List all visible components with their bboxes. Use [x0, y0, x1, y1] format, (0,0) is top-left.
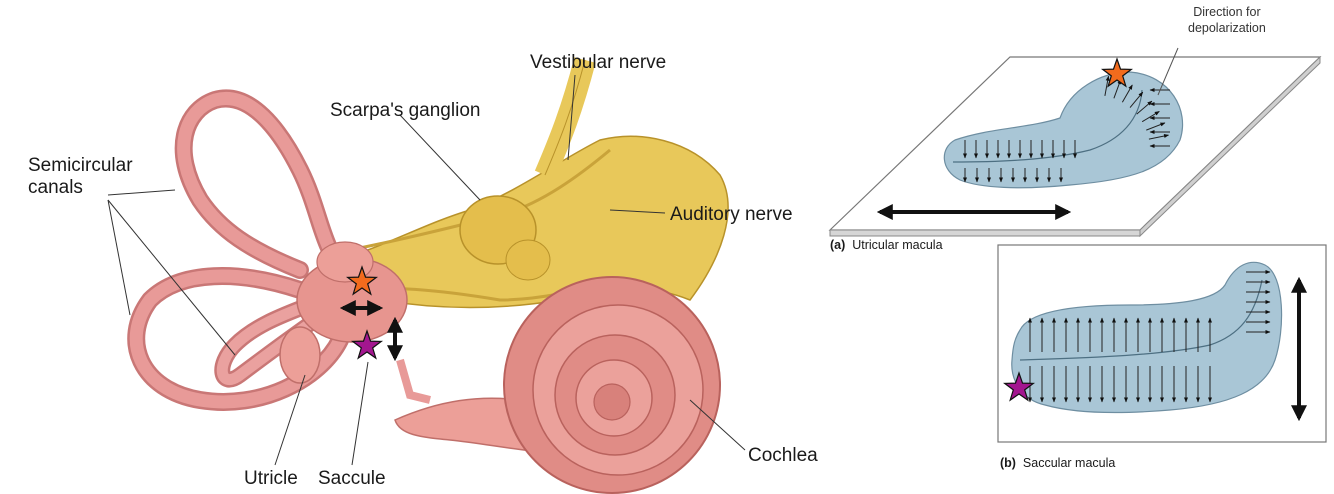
auditory-nerve-label: Auditory nerve [670, 204, 793, 226]
saccular-caption: (b) Saccular macula [1000, 456, 1115, 470]
utricular-caption-letter: (a) [830, 238, 845, 252]
saccule-label: Saccule [318, 468, 386, 490]
scarpas-ganglion-label: Scarpa's ganglion [330, 100, 480, 122]
utricular-caption-text: Utricular macula [852, 238, 942, 252]
utricular-caption: (a) Utricular macula [830, 238, 943, 252]
saccular-macula-panel [998, 245, 1326, 442]
direction-line2: depolarization [1188, 21, 1266, 35]
semicircular-line1: Semicircular [28, 155, 133, 176]
saccular-caption-text: Saccular macula [1023, 456, 1115, 470]
inner-ear-drawing [108, 60, 745, 493]
cochlea-label: Cochlea [748, 445, 818, 467]
direction-line1: Direction for [1193, 5, 1260, 19]
direction-for-depolarization-label: Direction for depolarization [1188, 4, 1266, 36]
vestibular-nerve-label: Vestibular nerve [530, 52, 666, 74]
utricular-macula-panel [830, 48, 1320, 236]
semicircular-canals-label: Semicircular canals [28, 155, 133, 199]
semicircular-line2: canals [28, 177, 83, 198]
utricle-label: Utricle [244, 468, 298, 490]
saccular-caption-letter: (b) [1000, 456, 1016, 470]
cochlea-drawing [395, 277, 720, 493]
utricle-body [280, 327, 320, 383]
